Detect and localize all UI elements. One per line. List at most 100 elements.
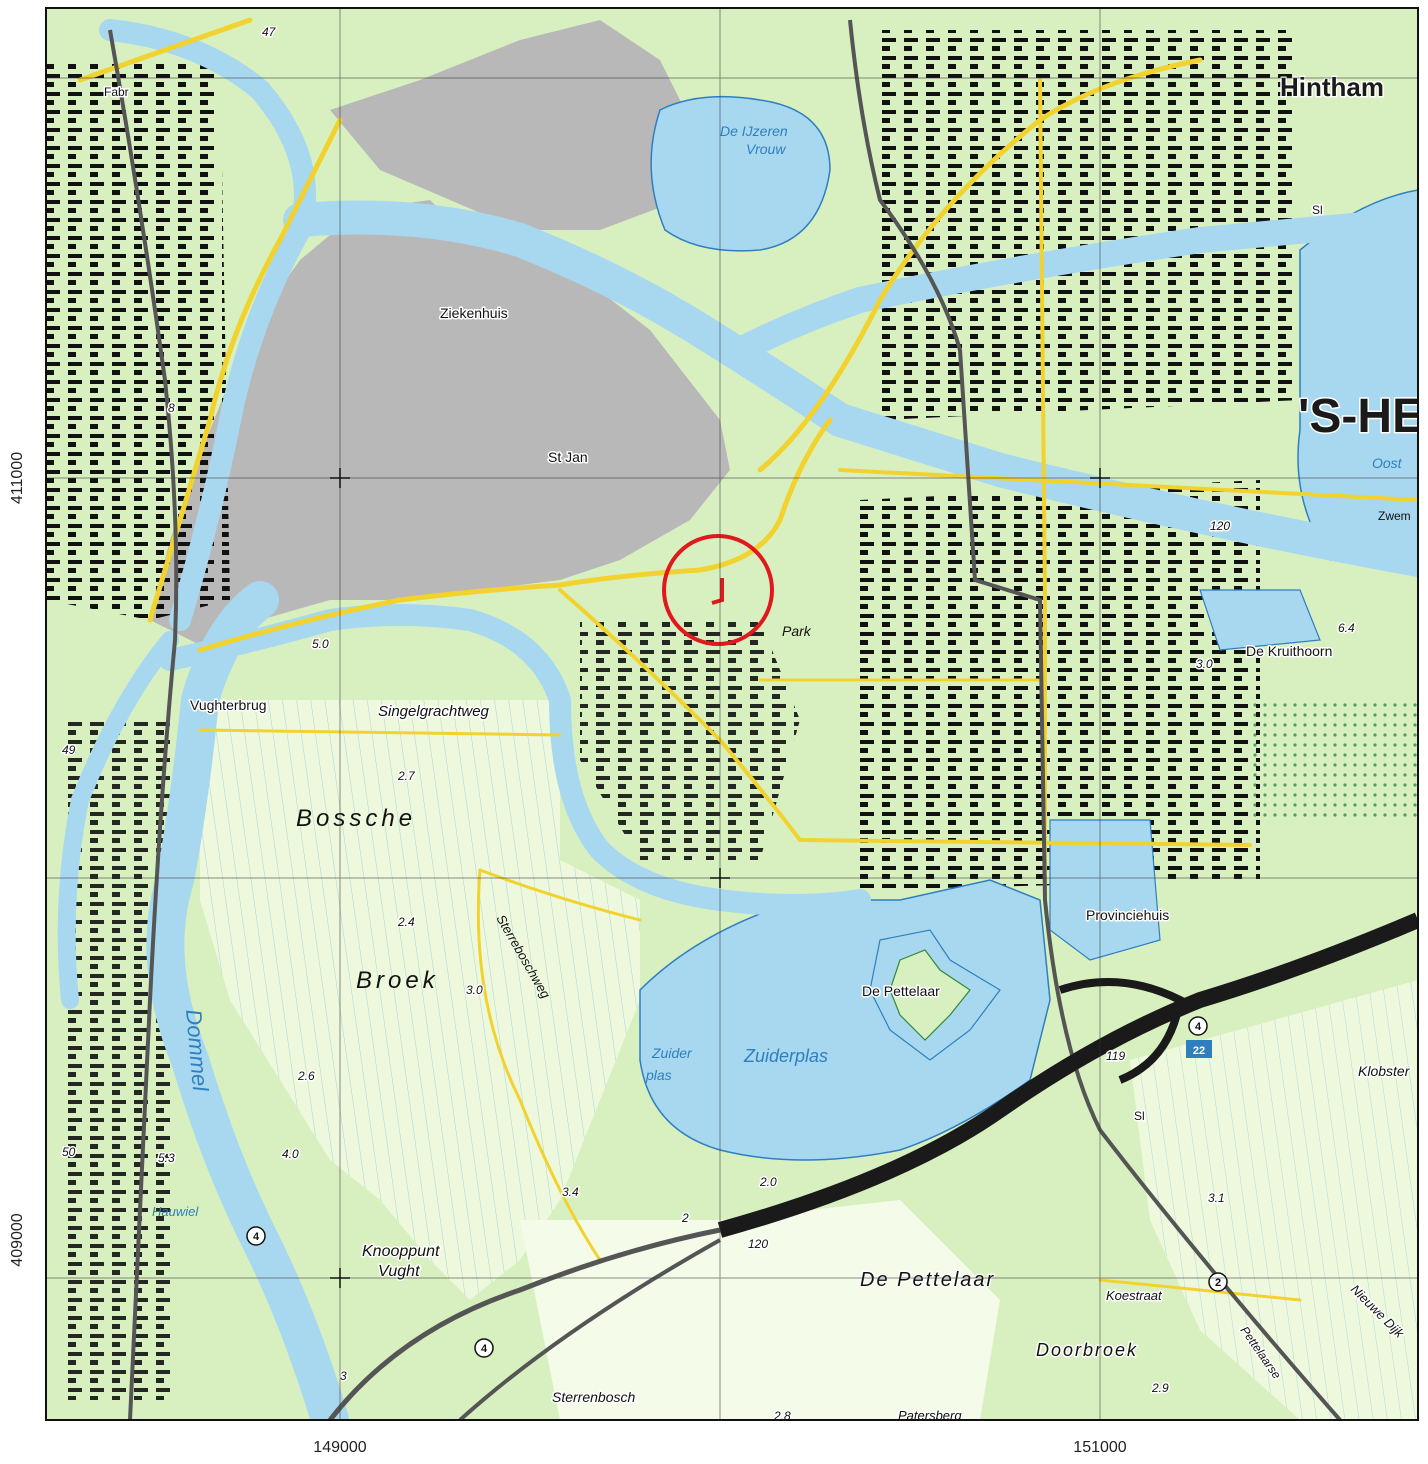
spot-heights: 5.0 2.7 2.4 3.0 2.6 4.0 3.4 2.0 3.0 6.4 … [61, 24, 1357, 1423]
label-oost: Oost [1372, 455, 1403, 471]
svg-text:3.0: 3.0 [1196, 657, 1213, 671]
label-fabr: Fabr [104, 85, 129, 99]
svg-text:4: 4 [1195, 1021, 1202, 1033]
map-canvas[interactable]: Hintham 'S-HE Oost Zwem De IJzeren Vrouw… [46, 8, 1424, 1423]
x-tick-151000: 151000 [1073, 1439, 1126, 1456]
x-tick-149000: 149000 [313, 1439, 366, 1456]
label-shertogenbosch: 'S-HE [1298, 390, 1424, 443]
label-ziekenhuis: Ziekenhuis [440, 305, 508, 321]
route-shields: 4 4 4 22 2 [246, 1016, 1228, 1358]
label-broek: Broek [356, 967, 439, 994]
a2-motorway [717, 912, 1418, 1238]
svg-text:2.6: 2.6 [297, 1069, 315, 1083]
label-kruithoorn: De Kruithoorn [1246, 643, 1332, 659]
svg-text:49: 49 [62, 743, 76, 757]
location-marker-tick [711, 578, 724, 605]
label-doorbroek: Doorbroek [1036, 1340, 1138, 1360]
map-frame [45, 7, 1419, 1421]
svg-text:4.0: 4.0 [282, 1147, 299, 1161]
label-singelgrachtweg: Singelgrachtweg [378, 703, 490, 720]
label-koestraat: Koestraat [1106, 1288, 1163, 1303]
zuid-district [580, 620, 800, 860]
svg-text:4: 4 [481, 1343, 488, 1355]
label-zwem: Zwem [1378, 509, 1411, 523]
label-park: Park [782, 623, 812, 639]
fort-pettelaar [889, 949, 971, 1041]
label-ijzeren: De IJzeren [720, 123, 788, 139]
zuid-willemsvaart [727, 207, 1418, 363]
svg-text:47: 47 [262, 25, 277, 39]
label-zuider: Zuider [651, 1045, 693, 1061]
zuiderplas-lake [639, 879, 1051, 1161]
dommel-river [146, 581, 349, 1420]
pettelaar-ditches [1130, 980, 1418, 1420]
label-sl-south: Sl [1134, 1109, 1145, 1123]
svg-text:3.0: 3.0 [466, 983, 483, 997]
label-hintham: Hintham [1280, 72, 1384, 102]
y-tick-411000: 411000 [9, 452, 26, 504]
binnendieze-moat [99, 19, 316, 631]
label-sterrenbosch: Sterrenbosch [552, 1389, 635, 1405]
orchard [1250, 700, 1418, 820]
svg-text:2: 2 [681, 1211, 689, 1225]
singel-north [283, 200, 1418, 577]
label-zuiderplas: Zuiderplas [743, 1046, 828, 1066]
svg-text:22: 22 [1193, 1045, 1205, 1057]
grid-lines [46, 8, 1418, 1420]
svg-text:6.4: 6.4 [1338, 621, 1355, 635]
railway-east [848, 19, 1342, 1420]
label-patersberg: Patersberg [898, 1408, 962, 1423]
label-knooppunt: Knooppunt [362, 1243, 440, 1260]
svg-text:120: 120 [748, 1237, 768, 1251]
label-klobster: Klobster [1358, 1063, 1411, 1079]
svg-text:2.0: 2.0 [759, 1175, 777, 1189]
oosterplas [1297, 189, 1418, 561]
label-depettelaar: De Pettelaar [860, 1269, 995, 1291]
svg-text:50: 50 [62, 1145, 76, 1159]
svg-text:2.4: 2.4 [397, 915, 415, 929]
dommel-river-west [57, 631, 179, 1009]
svg-text:3.4: 3.4 [562, 1185, 579, 1199]
label-vughterbrug: Vughterbrug [190, 697, 267, 713]
svg-text:120: 120 [1210, 519, 1230, 533]
y-tick-409000: 409000 [9, 1213, 26, 1266]
ijzeren-vrouw-lake [650, 95, 831, 252]
label-bossche: Bossche [296, 805, 416, 832]
svg-text:2.8: 2.8 [773, 1409, 791, 1423]
historic-centre-north [330, 20, 700, 230]
label-vught: Vught [378, 1263, 420, 1280]
a2-ramp-west [328, 1227, 721, 1420]
svg-text:3.1: 3.1 [1208, 1191, 1225, 1205]
label-sl-north: Sl [1312, 203, 1323, 217]
interchange-loop [1058, 978, 1185, 1084]
provinciehuis-pond [1049, 819, 1161, 961]
north-east-district [880, 30, 1300, 420]
svg-text:8: 8 [168, 401, 175, 415]
svg-text:2: 2 [1215, 1277, 1221, 1289]
label-hauwiel: Hauwiel [152, 1204, 199, 1219]
label-plas: plas [645, 1067, 672, 1083]
location-marker-circle[interactable] [662, 534, 774, 646]
label-provinciehuis: Provinciehuis [1086, 907, 1169, 923]
svg-text:2.7: 2.7 [397, 769, 416, 783]
svg-text:2.9: 2.9 [1151, 1381, 1169, 1395]
road-network [77, 17, 1418, 1302]
label-vrouw: Vrouw [746, 141, 786, 157]
kruithoorn-basin [1199, 589, 1321, 651]
svg-text:3: 3 [340, 1369, 347, 1383]
bossche-broek-ditches [200, 700, 640, 1300]
label-depettelaar-fort: De Pettelaar [862, 983, 940, 999]
historic-centre [150, 200, 730, 650]
label-stjan: St Jan [548, 449, 588, 465]
west-district [46, 60, 230, 620]
grid-crosses [330, 468, 1110, 1288]
svg-text:4: 4 [253, 1231, 260, 1243]
south-fields [520, 1200, 1000, 1420]
railway [108, 29, 179, 1420]
svg-text:119: 119 [1106, 1049, 1125, 1063]
a2-ramp-south [458, 1238, 721, 1420]
east-district [860, 480, 1260, 890]
svg-text:5.0: 5.0 [312, 637, 329, 651]
svg-text:5.3: 5.3 [158, 1151, 175, 1165]
